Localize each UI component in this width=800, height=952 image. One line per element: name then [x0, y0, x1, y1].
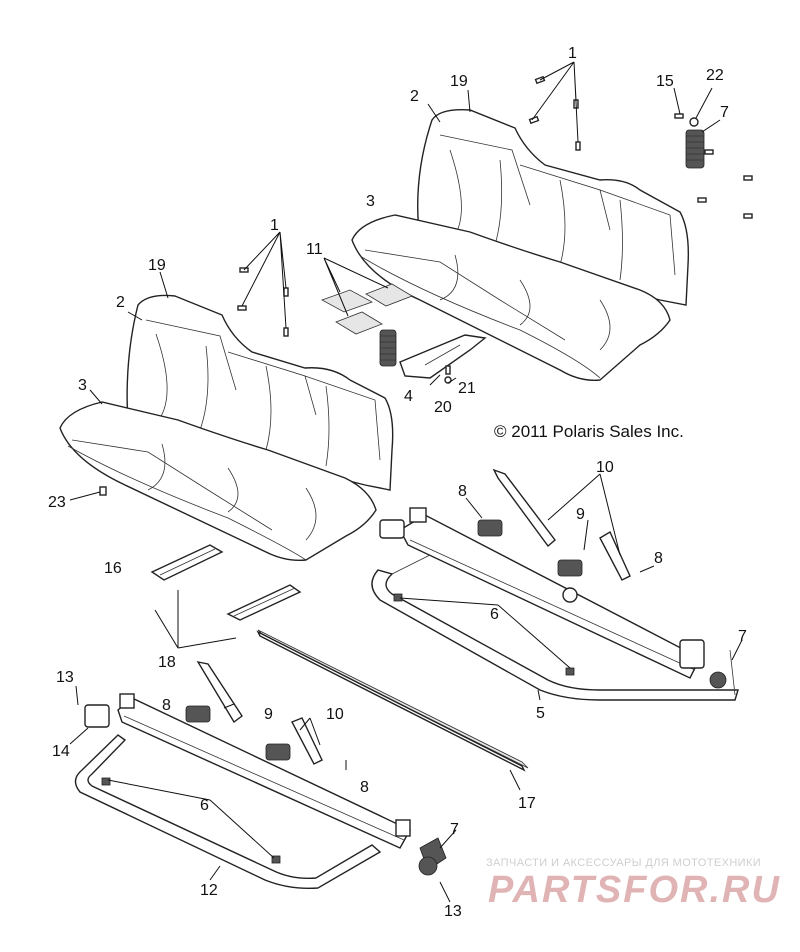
hinge-16: [150, 544, 302, 621]
callout-5: 5: [536, 705, 545, 722]
callout-6: 6: [490, 606, 499, 623]
leader-lines: [69, 61, 743, 903]
bracket-4: [399, 334, 487, 384]
spring-front: [379, 329, 397, 367]
callout-19: 19: [148, 257, 166, 274]
callout-4: 4: [404, 388, 413, 405]
front-seat-cushion: [59, 401, 377, 562]
callout-23: 23: [48, 494, 66, 511]
callout-7: 7: [450, 821, 459, 838]
callout-9: 9: [576, 506, 585, 523]
front-seat-frame: [74, 693, 447, 890]
callout-11: 11: [306, 241, 323, 258]
rear-seat-cushion: [351, 214, 671, 381]
watermark-logo-text: PARTSFOR.RU: [488, 869, 781, 910]
rear-seat-frame: [371, 507, 739, 701]
callout-9: 9: [264, 706, 273, 723]
callout-18: 18: [158, 654, 176, 671]
callout-16: 16: [104, 560, 122, 577]
watermark-logo: PARTSFOR.RU: [488, 869, 781, 910]
spring-rear: [674, 113, 705, 169]
callout-1: 1: [270, 217, 279, 234]
callout-21: 21: [458, 380, 476, 397]
pads-11: [321, 283, 413, 335]
callout-10: 10: [596, 459, 614, 476]
callout-2: 2: [410, 88, 419, 105]
watermark-tagline: ЗАПЧАСТИ И АКСЕССУАРЫ ДЛЯ МОТОТЕХНИКИ: [486, 857, 762, 869]
callout-13: 13: [56, 669, 74, 686]
callout-14: 14: [52, 743, 70, 760]
callout-8: 8: [654, 550, 663, 567]
callout-8: 8: [458, 483, 467, 500]
callout-2: 2: [116, 294, 125, 311]
callout-3: 3: [78, 377, 87, 394]
copyright-notice: © 2011 Polaris Sales Inc.: [494, 422, 684, 441]
callout-10: 10: [326, 706, 344, 723]
callout-labels: 1 19 2 15 22 7 3 1 11 19 2 21 3 4 20 10 …: [48, 45, 747, 920]
callout-6: 6: [200, 797, 209, 814]
callout-7: 7: [738, 628, 747, 645]
callout-19: 19: [450, 73, 468, 90]
callout-7: 7: [720, 104, 729, 121]
callout-20: 20: [434, 399, 452, 416]
callout-3: 3: [366, 193, 375, 210]
callout-15: 15: [656, 73, 674, 90]
strip-17: [256, 629, 529, 772]
callout-1: 1: [568, 45, 577, 62]
callout-8: 8: [360, 779, 369, 796]
callout-13: 13: [444, 903, 462, 920]
callout-8: 8: [162, 697, 171, 714]
seat-belts: [185, 468, 631, 765]
callout-17: 17: [518, 795, 536, 812]
callout-12: 12: [200, 882, 218, 899]
callout-22: 22: [706, 67, 724, 84]
